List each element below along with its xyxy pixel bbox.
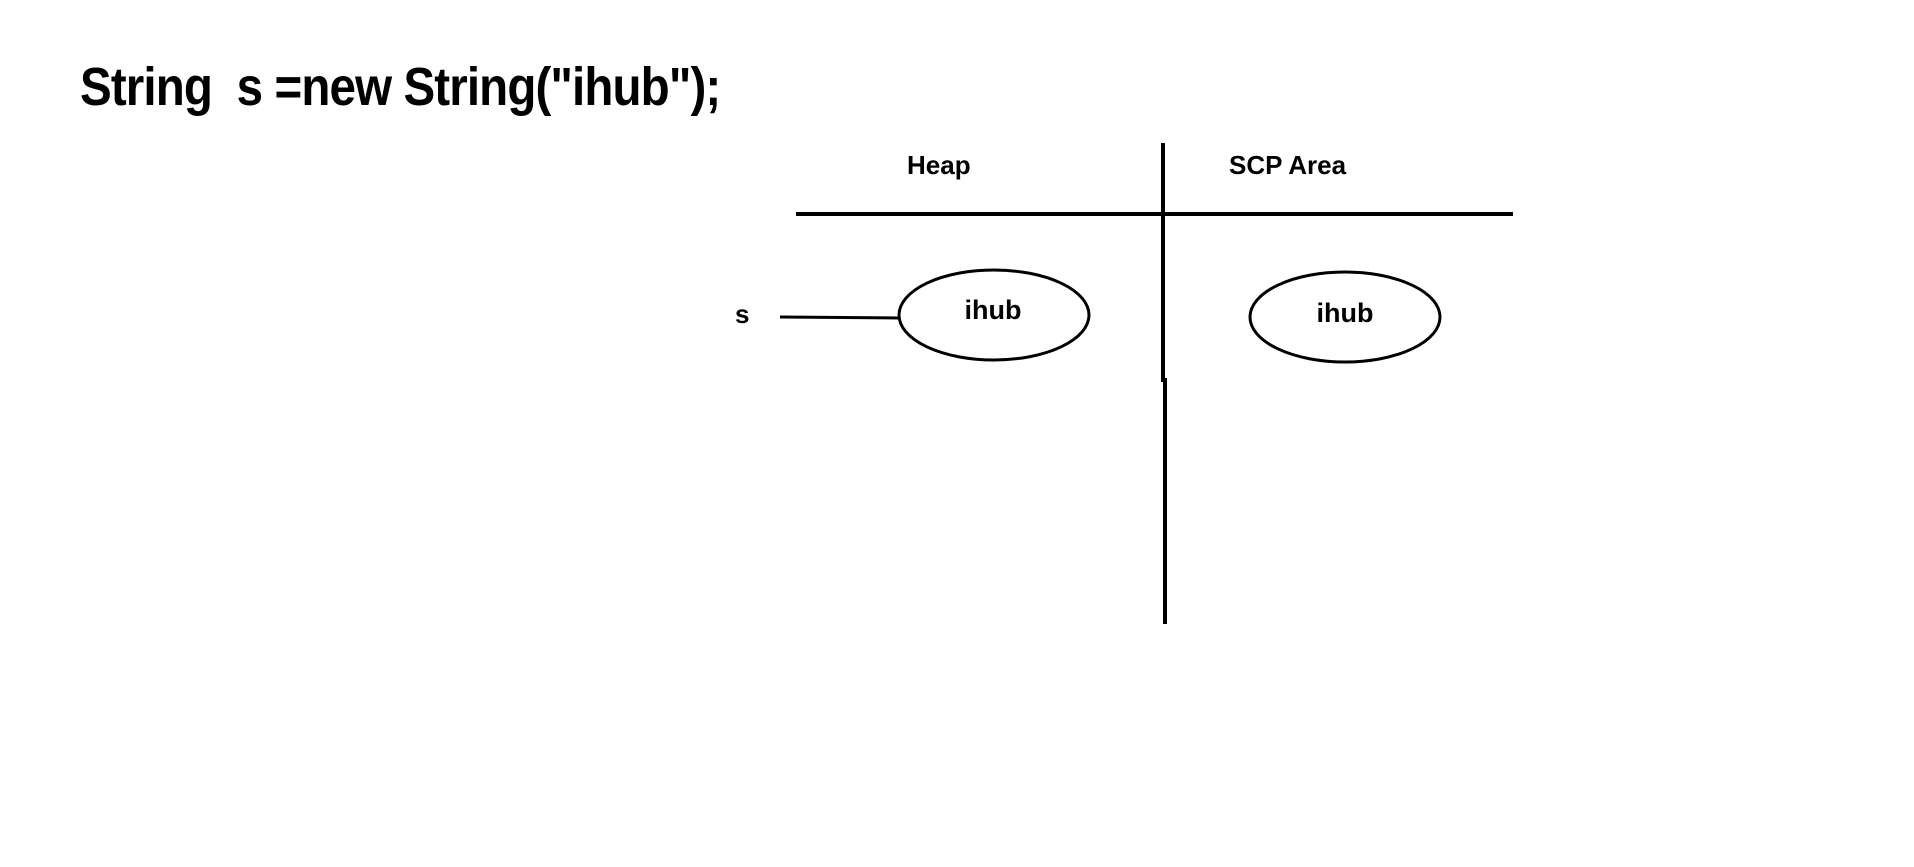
scp-area-heading: SCP Area <box>1229 150 1347 180</box>
reference-line <box>779 315 900 320</box>
heap-object-ellipse <box>897 268 1091 362</box>
heap-object-label: ihub <box>965 295 1022 325</box>
heap-heading: Heap <box>907 150 971 180</box>
code-statement: String s =new String("ihub"); <box>80 57 721 117</box>
vertical-divider <box>1161 143 1167 624</box>
scp-object-ellipse <box>1248 270 1442 364</box>
scp-object-label: ihub <box>1317 298 1374 328</box>
reference-variable-label: s <box>735 299 749 329</box>
